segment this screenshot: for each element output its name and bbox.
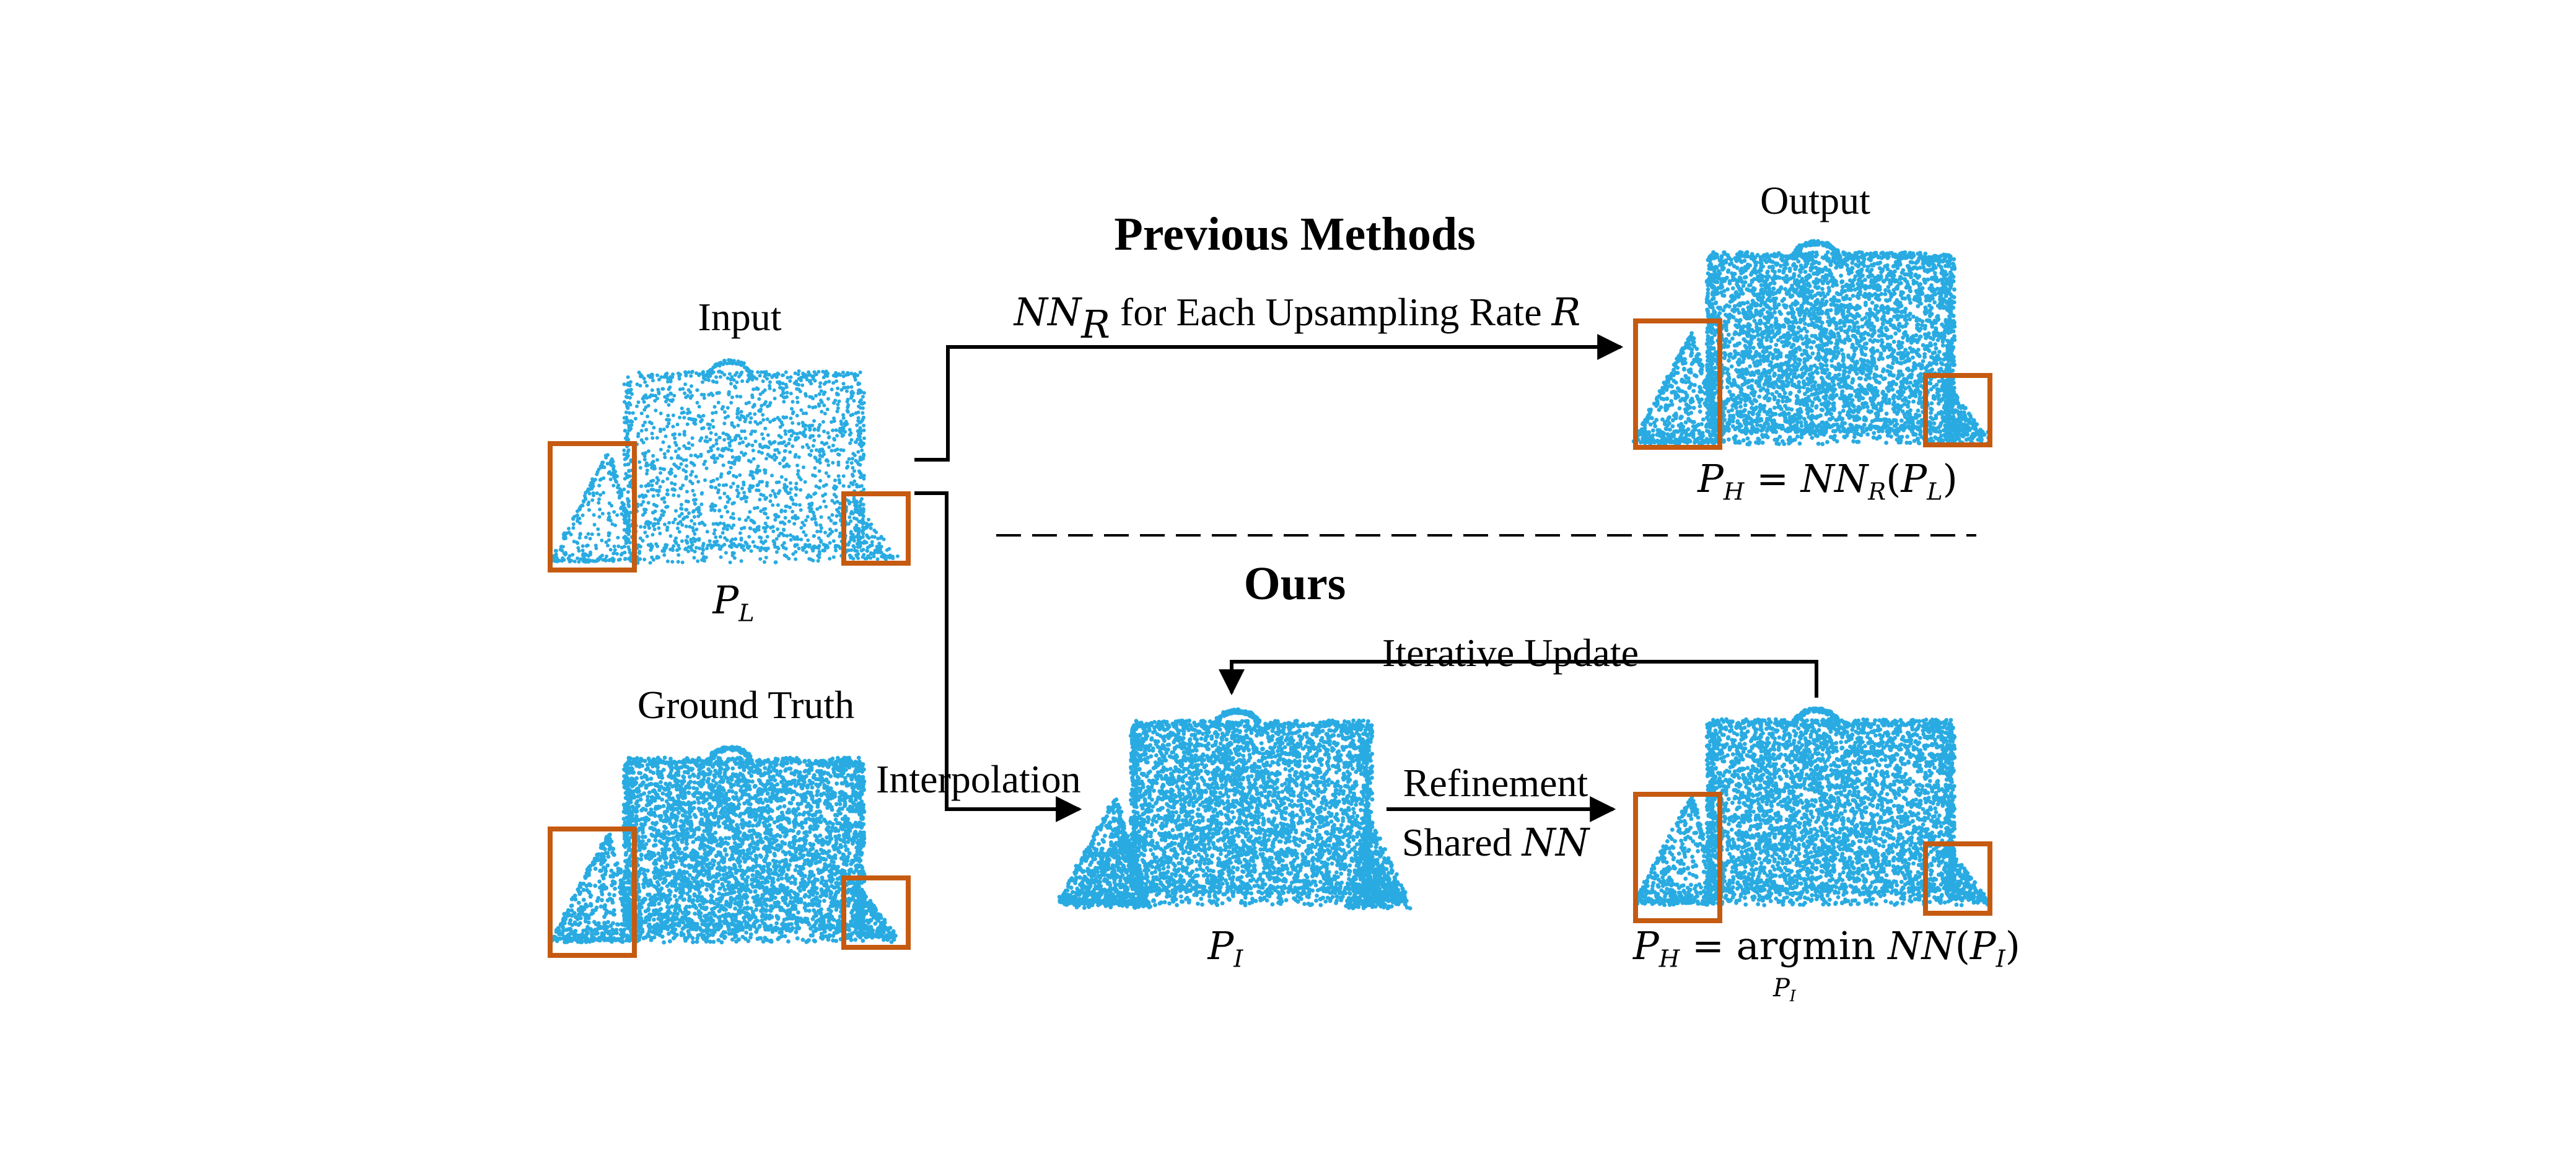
subscript-i: I [1233,945,1243,973]
ground-truth-label: Ground Truth [637,685,854,725]
p-symbol: P [1970,923,1996,968]
highlight-boxes [548,318,1992,958]
iterative-update-label: Iterative Update [1382,633,1639,673]
subscript-r: R [1868,478,1886,506]
refined-left-highlight-box [1633,792,1722,923]
iterative-update-arrow [1219,660,1818,698]
refined-right-highlight-box [1923,841,1992,916]
input-point-cloud [550,358,900,565]
p-symbol: P [1698,456,1724,501]
input-left-highlight-box [548,441,637,572]
p-symbol: P [712,577,738,623]
nn-symbol: NN [1888,923,1955,968]
interpolated-point-cloud [1057,707,1413,911]
subscript-h: H [1724,478,1745,506]
input-right-highlight-box [841,491,911,566]
input-formula: PL [712,581,754,626]
output-left-highlight-box [1633,318,1722,450]
refined-formula: PH = argmin NN(PI) [1633,927,2020,971]
subscript-l: L [1927,478,1943,506]
p-symbol: P [1208,923,1234,968]
nn-symbol: NN [1014,289,1082,335]
input-label: Input [698,297,781,337]
gt-left-highlight-box [548,827,637,958]
output-formula: PH = NNR(PL) [1698,460,1958,504]
subscript-i: I [1996,945,2005,973]
p-symbol: P [1633,923,1659,968]
previous-methods-caption: NNR for Each Upsampling Rate R [1014,289,1581,344]
ground-truth-point-cloud [550,745,898,945]
argmin-subscript: PI [1773,974,1796,1005]
rate-symbol: R [1552,289,1581,335]
interpolated-formula: PI [1208,927,1243,971]
output-point-cloud [1631,239,1991,447]
nn-subscript-r: R [1081,302,1110,347]
left-paren: ( [1886,456,1901,501]
output-label: Output [1760,181,1870,221]
ours-title: Ours [1244,560,1346,607]
equals-sign: = [1756,456,1789,501]
argmin-operator: argmin [1737,923,1876,968]
subscript-h: H [1659,945,1680,973]
p-symbol: P [1901,456,1927,501]
shared-nn-caption: Shared NN [1402,823,1589,862]
previous-methods-title: Previous Methods [1114,211,1475,258]
right-paren: ) [2005,923,2020,968]
shared-text: Shared [1402,820,1512,864]
refined-point-cloud [1633,706,1990,908]
shared-nn-symbol: NN [1522,820,1590,865]
equals-sign: = [1692,923,1724,968]
right-paren: ) [1943,456,1958,501]
nn-symbol: NN [1801,456,1868,501]
gt-right-highlight-box [841,875,911,950]
refinement-label: Refinement [1403,763,1588,803]
p-symbol: P [1773,974,1790,1002]
output-right-highlight-box [1923,373,1992,447]
for-each-rate-text: for Each Upsampling Rate [1120,290,1542,334]
subscript-l: L [738,599,755,627]
interpolation-label: Interpolation [876,760,1081,799]
previous-methods-arrow [914,334,1624,462]
left-paren: ( [1955,923,1970,968]
subscript-i: I [1790,987,1796,1005]
interpolation-arrow [914,491,1082,822]
